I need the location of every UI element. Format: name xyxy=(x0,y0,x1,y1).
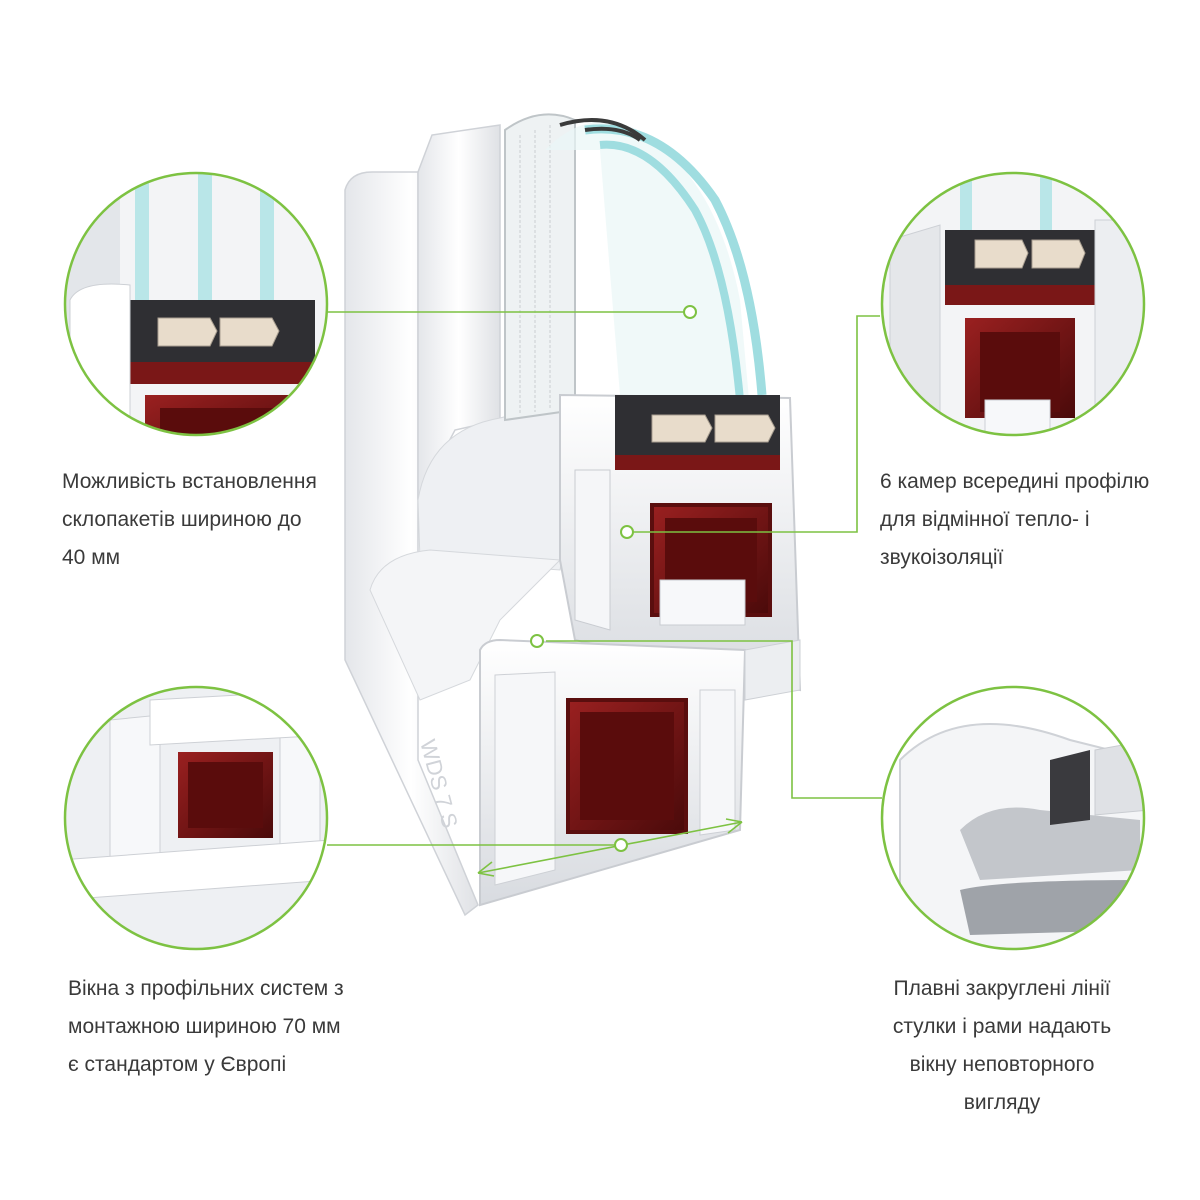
leader-lines xyxy=(327,311,882,877)
caption-line: монтажною шириною 70 мм xyxy=(68,1015,341,1038)
zoom-circle-rounded-lines xyxy=(880,685,1146,951)
dimension-line xyxy=(477,821,743,874)
endpoint-glazing xyxy=(683,305,697,319)
caption-line: вигляду xyxy=(963,1091,1041,1114)
sash-section xyxy=(559,393,802,692)
caption-line: стулки і рами надають xyxy=(892,1015,1112,1038)
main-profile: WDS 7 S xyxy=(344,113,802,917)
endpoint-chambers xyxy=(620,525,634,539)
caption-line: для відмінної тепло- і xyxy=(880,508,1090,531)
caption-mounting-width: Вікна з профільних систем з монтажною ши… xyxy=(68,970,344,1084)
zoom-circle-chambers xyxy=(880,171,1146,437)
caption-line: 40 мм xyxy=(62,546,121,569)
leader-chambers xyxy=(627,315,880,533)
caption-line: склопакетів шириною до xyxy=(62,508,302,531)
endpoint-mounting xyxy=(614,838,628,852)
caption-line: звукоізоляції xyxy=(880,546,1004,569)
zoom-circle-mounting xyxy=(63,685,329,951)
glass-unit xyxy=(504,113,767,422)
caption-chambers: 6 камер всередині профілю для відмінної … xyxy=(880,463,1149,577)
caption-line: Плавні закруглені лінії xyxy=(893,977,1111,1000)
caption-glazing-width: Можливість встановлення склопакетів шири… xyxy=(62,463,317,577)
caption-line: є стандартом у Європі xyxy=(68,1053,287,1076)
zoom-circle-glazing xyxy=(63,171,329,437)
caption-line: 6 камер всередині профілю xyxy=(880,470,1150,493)
leader-rounded-lines xyxy=(546,640,882,799)
caption-line: Вікна з профільних систем з xyxy=(68,977,344,1000)
caption-line: Можливість встановлення xyxy=(62,470,317,493)
caption-line: вікну неповторного xyxy=(909,1053,1095,1076)
endpoint-rounded-lines xyxy=(530,634,544,648)
leader-endpoints xyxy=(530,305,697,852)
frame-section xyxy=(479,638,801,907)
caption-rounded-lines: Плавні закруглені лінії стулки і рами на… xyxy=(882,970,1122,1122)
